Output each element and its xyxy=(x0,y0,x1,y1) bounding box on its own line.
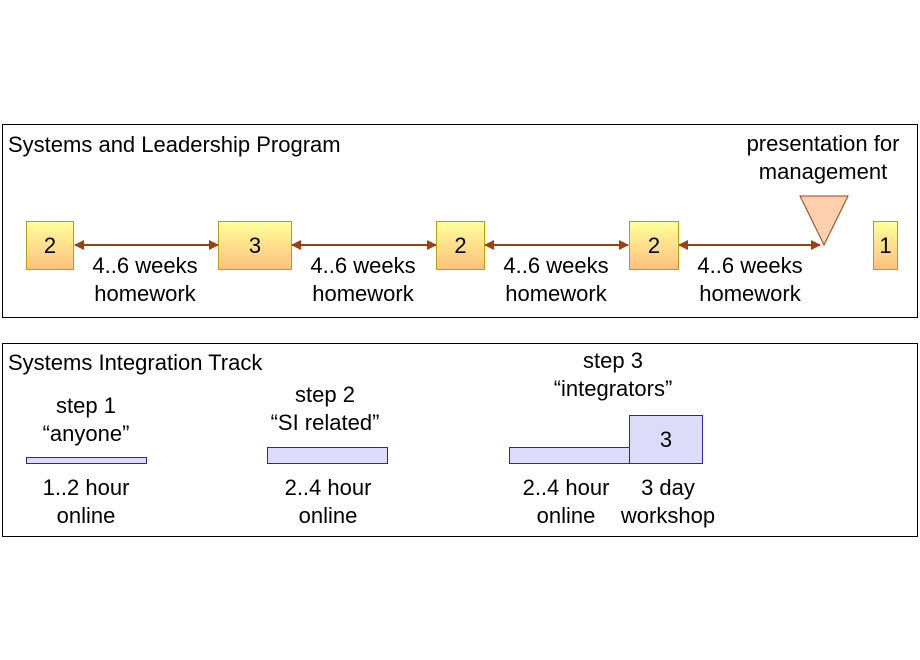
session-box-3: 2 xyxy=(436,221,485,270)
presentation-marker xyxy=(799,195,849,247)
integration-title: Systems Integration Track xyxy=(8,350,263,375)
leadership-title: Systems and Leadership Program xyxy=(8,132,341,157)
session-box-2: 3 xyxy=(218,221,292,270)
session-box-4: 2 xyxy=(629,221,679,270)
step3-heading: step 3“integrators” xyxy=(553,348,673,401)
step1-heading: step 1“anyone” xyxy=(42,393,130,446)
session-box-5: 1 xyxy=(873,221,898,270)
step2-heading: step 2“SI related” xyxy=(270,382,380,435)
session-box-1: 2 xyxy=(26,221,74,270)
integration-panel xyxy=(2,343,918,537)
step1-bar xyxy=(26,457,147,464)
step3-online-bar xyxy=(509,447,630,464)
presentation-label: presentation for management xyxy=(746,131,900,184)
step2-bar xyxy=(267,447,388,464)
step3-workshop-box: 3 xyxy=(629,415,703,464)
